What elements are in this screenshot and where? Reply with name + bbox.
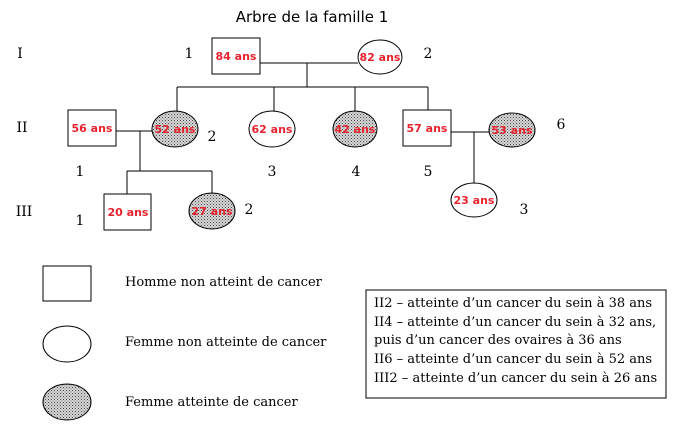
age-label-ii2: 52 ans <box>155 123 196 136</box>
note-line: II2 – atteinte d’un cancer du sein à 38 … <box>374 296 652 311</box>
affected-female-symbol-iii2 <box>188 192 236 230</box>
generation-ii: 56 ans 1 52 ans 2 62 ans 3 42 ans 4 57 a… <box>67 109 566 180</box>
age-label-iii3: 23 ans <box>454 194 495 207</box>
notes-box: II2 – atteinte d’un cancer du sein à 38 … <box>365 289 667 399</box>
generation-label-i: I <box>17 46 23 62</box>
individual-number-ii2: 2 <box>208 129 217 145</box>
age-label-ii5: 57 ans <box>407 122 448 135</box>
individual-number-ii4: 4 <box>352 164 361 180</box>
note-line: II6 – atteinte d’un cancer du sein à 52 … <box>374 352 652 367</box>
affected-female-symbol-ii2 <box>151 110 199 148</box>
legend-female-unaffected-label: Femme non atteinte de cancer <box>125 335 327 350</box>
male-symbol-ii5 <box>402 109 452 147</box>
individual-number-iii2: 2 <box>245 202 254 218</box>
individual-number-ii6: 6 <box>557 117 566 133</box>
age-label-iii2: 27 ans <box>192 205 233 218</box>
pedigree-lines <box>116 62 490 194</box>
note-line: III2 – atteinte d’un cancer du sein à 26… <box>374 371 657 386</box>
individual-number-iii1: 1 <box>76 213 85 229</box>
individual-number-ii5: 5 <box>424 164 433 180</box>
individual-number-i2: 2 <box>424 46 433 62</box>
age-label-i1: 84 ans <box>216 50 257 63</box>
age-label-i2: 82 ans <box>360 51 401 64</box>
age-label-ii1: 56 ans <box>72 122 113 135</box>
individual-number-ii3: 3 <box>268 164 277 180</box>
male-symbol-i1 <box>211 37 261 75</box>
legend-affected-female-symbol <box>42 383 92 421</box>
age-label-ii4: 42 ans <box>335 123 376 136</box>
legend-female-affected-label: Femme atteinte de cancer <box>125 395 298 410</box>
female-symbol-ii3 <box>248 110 296 148</box>
generation-iii: 1 20 ans 27 ans 2 23 ans 3 <box>76 182 529 231</box>
individual-number-iii3: 3 <box>520 202 529 218</box>
individual-number-i1: 1 <box>185 46 194 62</box>
note-line: II4 – atteinte d’un cancer du sein à 32 … <box>374 315 656 330</box>
age-label-ii3: 62 ans <box>252 123 293 136</box>
generation-i: 1 84 ans 82 ans 2 <box>185 37 433 75</box>
male-symbol-iii1 <box>103 193 152 231</box>
male-symbol-ii1 <box>67 109 117 147</box>
affected-female-symbol-ii4 <box>332 110 378 148</box>
generation-label-ii: II <box>16 120 27 136</box>
diagram-title: Arbre de la famille 1 <box>236 8 389 26</box>
note-line: puis d’un cancer des ovaires à 36 ans <box>374 333 622 348</box>
legend-male-unaffected-label: Homme non atteint de cancer <box>125 275 323 290</box>
legend-female-symbol <box>42 325 92 363</box>
female-symbol-iii3 <box>450 182 498 218</box>
individual-number-ii1: 1 <box>76 164 85 180</box>
age-label-ii6: 53 ans <box>492 124 533 137</box>
legend-male-symbol <box>42 265 92 302</box>
notes-border <box>365 289 667 399</box>
generation-label-iii: III <box>16 204 33 220</box>
female-symbol-i2 <box>357 39 403 75</box>
age-label-iii1: 20 ans <box>108 206 149 219</box>
legend: Homme non atteint de cancer Femme non at… <box>42 265 327 421</box>
affected-female-symbol-ii6 <box>488 112 536 148</box>
